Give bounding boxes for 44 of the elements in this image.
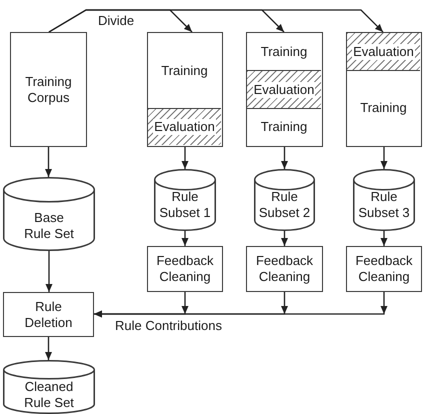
arrow (48, 9, 384, 33)
node-label: Training (260, 119, 308, 135)
hatched-section (347, 33, 420, 70)
node-label: Feedback Cleaning (354, 253, 414, 285)
node-label: Training (260, 44, 308, 60)
node-label: Evaluation (352, 44, 415, 60)
process-box (246, 246, 323, 292)
arrow (45, 147, 52, 177)
node-label: Training (161, 62, 208, 78)
arrow (45, 337, 52, 360)
database-cylinder (353, 169, 415, 231)
hatched-section (247, 70, 321, 108)
database-cylinder (154, 169, 216, 231)
node-label: Rule Subset 2 (258, 189, 312, 221)
split-box (147, 32, 223, 147)
database-cylinder (3, 360, 95, 414)
arrow (94, 292, 388, 318)
node-label: Evaluation (252, 82, 316, 98)
arrow (380, 147, 388, 169)
process-box (3, 292, 94, 337)
process-box (346, 246, 422, 292)
node-label: Feedback Cleaning (155, 253, 215, 285)
arrow (182, 147, 188, 169)
arrow (182, 231, 188, 246)
process-box (147, 246, 223, 292)
arrow (46, 251, 52, 292)
arrow (380, 231, 388, 246)
arrow (281, 231, 288, 246)
node-label: Rule Subset 1 (158, 189, 212, 221)
process-box (10, 32, 87, 147)
node-label: Training Corpus (24, 74, 73, 106)
node-label: Evaluation (153, 119, 216, 135)
node-label: Cleaned Rule Set (23, 379, 75, 411)
arrow (281, 147, 288, 169)
split-box (246, 32, 323, 147)
node-label: Base Rule Set (23, 210, 75, 242)
hatched-section (148, 108, 221, 145)
node-label: Training (360, 100, 407, 116)
database-cylinder (254, 169, 315, 231)
node-label: Rule Subset 3 (357, 189, 411, 221)
database-cylinder (3, 177, 95, 251)
node-label: Feedback Cleaning (254, 253, 314, 285)
split-box (346, 32, 422, 147)
node-label: Rule Deletion (24, 298, 74, 330)
